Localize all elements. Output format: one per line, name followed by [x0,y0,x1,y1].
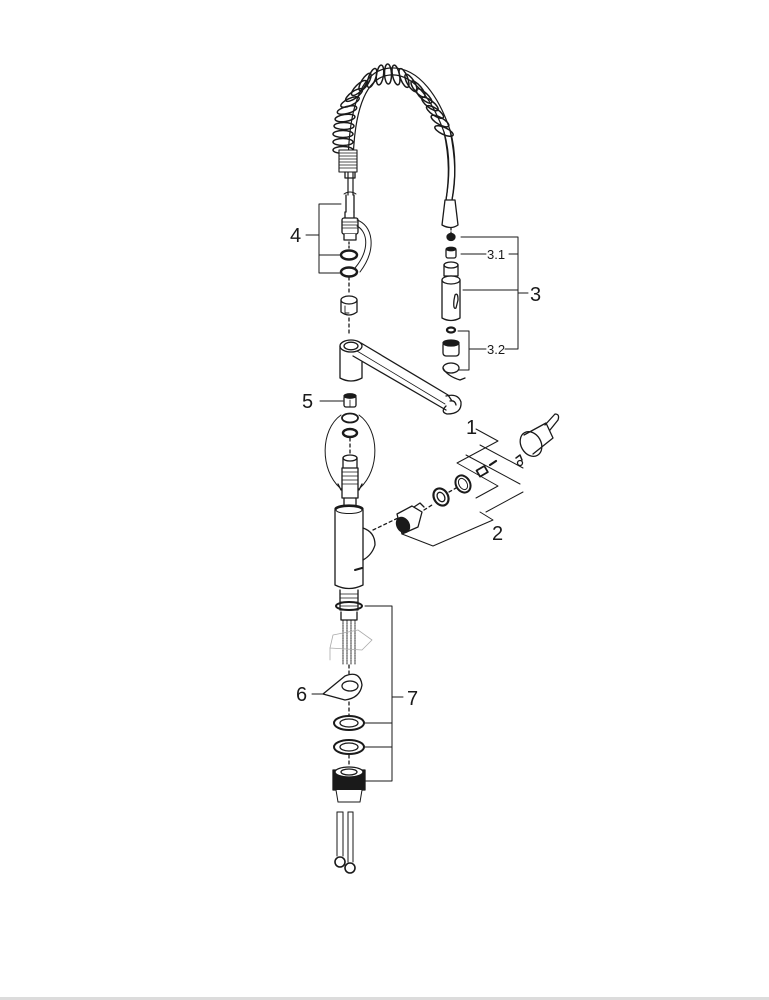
callout-label-5: 5 [302,391,313,413]
bottom-divider [0,997,769,1000]
callout-label-3-2: 3.2 [487,342,505,357]
callout-label-3-1: 3.1 [487,247,505,262]
part-4-connector [339,211,372,335]
part-3-spray-head [441,227,466,381]
spring-hose [332,63,459,229]
callout-label-3: 3 [530,284,541,306]
mounting-set [311,605,404,874]
spout [339,339,462,415]
callout-label-4: 4 [290,225,301,247]
callout-label-7: 7 [407,688,418,710]
part-5-insert [319,393,376,491]
callout-label-2: 2 [492,523,503,545]
callout-label-6: 6 [296,684,307,706]
callout-label-1: 1 [466,417,477,439]
callout-3-leader [457,236,529,371]
faucet-body [329,454,376,666]
callout-4-leader [305,203,342,274]
cartridge-assembly [372,413,560,547]
